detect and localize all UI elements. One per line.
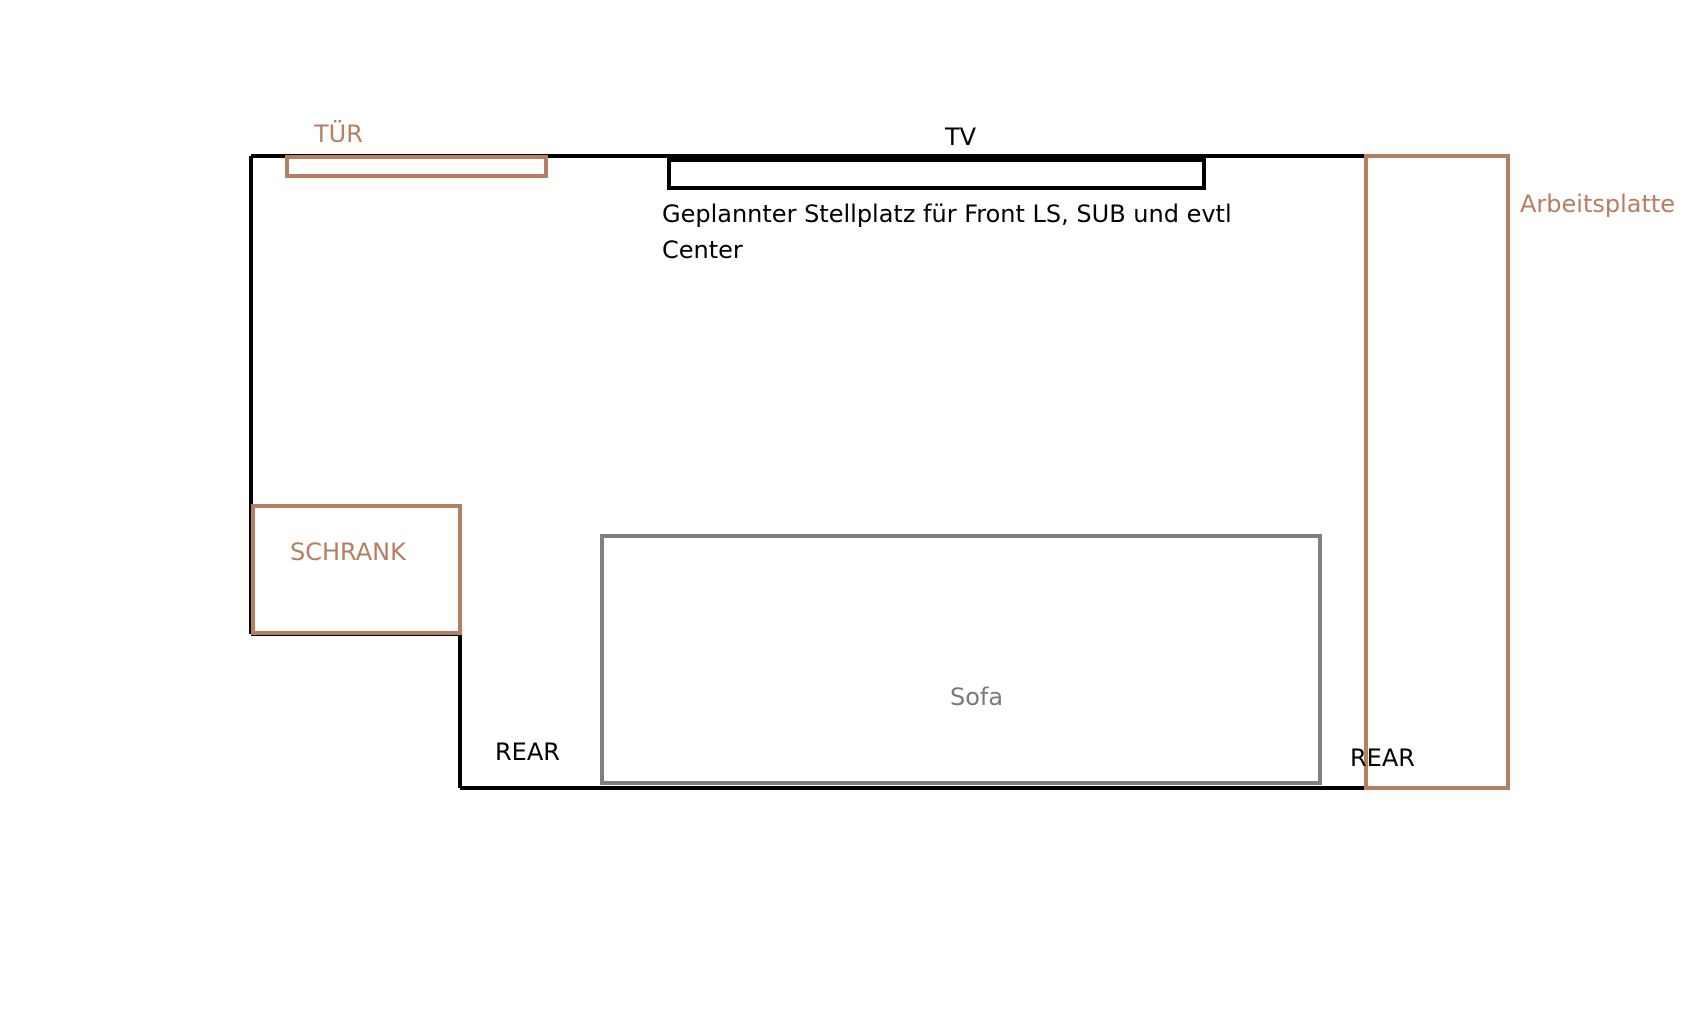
rear-left-label: REAR [495,738,560,766]
sofa-label: Sofa [950,683,1003,711]
front-speaker-label-line2: Center [662,236,743,264]
tv-label: TV [944,123,977,151]
door-label: TÜR [313,119,363,148]
cabinet [251,504,462,635]
tv-board [667,158,1206,190]
sofa [600,534,1322,785]
door [285,155,548,178]
worktop [1364,154,1510,790]
rear-right-label: REAR [1350,744,1415,772]
worktop-label: Arbeitsplatte [1520,190,1675,218]
front-speaker-label-line1: Geplannter Stellplatz für Front LS, SUB … [662,200,1232,228]
cabinet-label: SCHRANK [290,538,407,566]
